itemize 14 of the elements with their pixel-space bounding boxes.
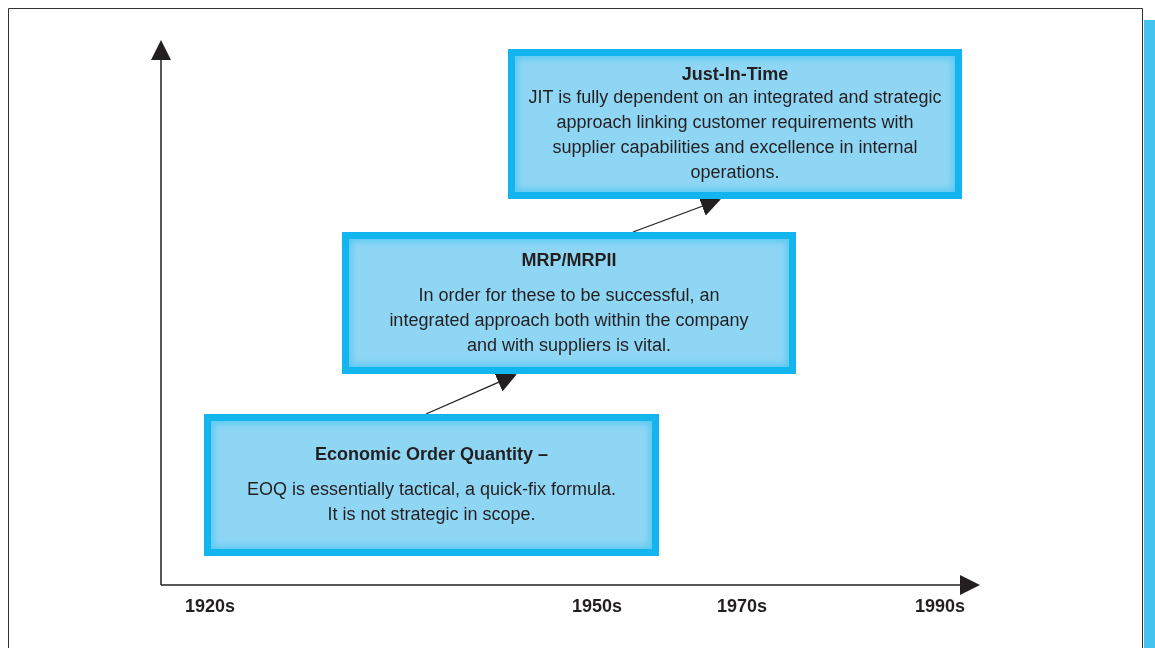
axis-label: 1920s <box>184 596 236 617</box>
box-description: JIT is fully dependent on an integrated and strategic approach linking customer requirements with supplier capabilities and excellence in internal operations. <box>527 86 943 184</box>
axis-label: 1970s <box>716 596 768 617</box>
box-heading: Economic Order Quantity – <box>313 443 550 465</box>
box-heading: Just-In-Time <box>680 63 790 85</box>
axis-label: 1950s <box>571 596 623 617</box>
box-description: EOQ is essentially tactical, a quick-fix formula. It is not strategic in scope. <box>245 478 618 526</box>
box-description: In order for these to be successful, an integrated approach both within the company and with suppliers is vital. <box>388 283 750 357</box>
text-box <box>342 232 796 374</box>
text-box <box>204 414 659 556</box>
axis-label: 1990s <box>914 596 966 617</box>
arrow <box>425 373 517 415</box>
text-box <box>508 49 962 199</box>
box-heading: MRP/MRPII <box>520 248 618 271</box>
